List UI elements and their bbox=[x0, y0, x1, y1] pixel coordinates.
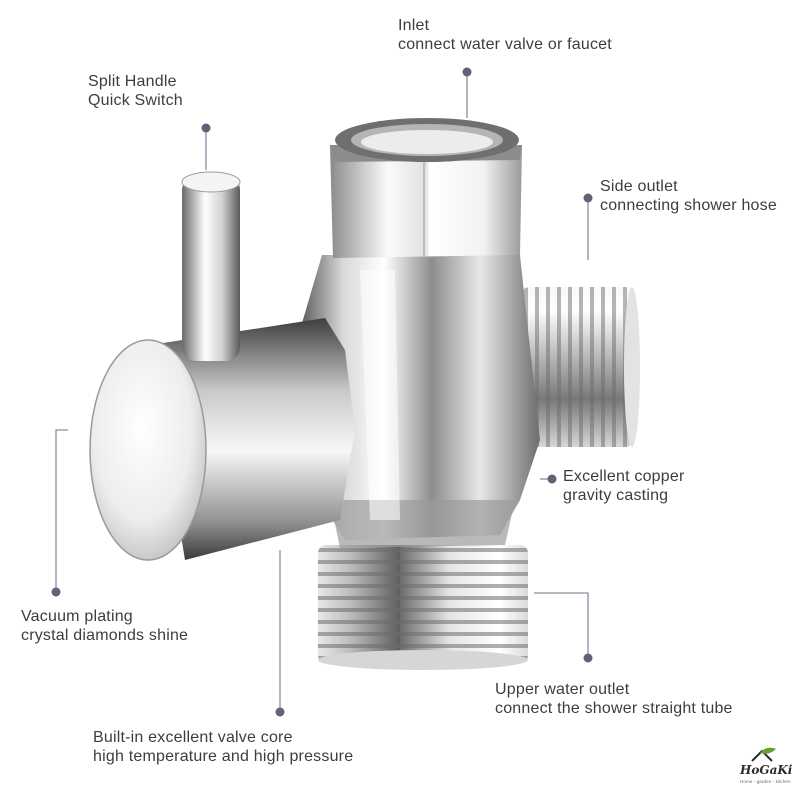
valve-core-title: Built-in excellent valve core bbox=[93, 729, 293, 746]
upper-outlet-leader bbox=[534, 592, 589, 658]
handle-annotation: Split Handle Quick Switch bbox=[88, 72, 183, 110]
copper-title: Excellent copper bbox=[563, 468, 685, 485]
valve-cylinder bbox=[89, 318, 355, 561]
logo-tagline: Home - garden - kitchen bbox=[740, 779, 791, 784]
valve-core-annotation: Built-in excellent valve core high tempe… bbox=[93, 728, 353, 766]
leader-lines bbox=[55, 72, 589, 712]
hogaki-logo: HoGaKi Home - garden - kitchen bbox=[738, 745, 796, 795]
copper-detail: gravity casting bbox=[563, 487, 669, 504]
plating-title: Vacuum plating bbox=[21, 608, 133, 625]
plating-leader bbox=[55, 429, 68, 592]
plating-detail: crystal diamonds shine bbox=[21, 627, 189, 644]
handle-dot bbox=[201, 123, 211, 133]
copper-annotation: Excellent copper gravity casting bbox=[563, 467, 685, 505]
handle-detail: Quick Switch bbox=[88, 92, 183, 109]
bottom-thread-outlet bbox=[318, 545, 528, 670]
upper-outlet-title: Upper water outlet bbox=[495, 681, 630, 698]
inlet-title: Inlet bbox=[398, 17, 430, 34]
split-handle bbox=[181, 171, 241, 361]
plating-dot bbox=[51, 587, 61, 597]
valve-body bbox=[300, 255, 540, 548]
copper-dot bbox=[547, 474, 557, 484]
logo-brand: HoGaKi bbox=[740, 763, 793, 777]
side-outlet-detail: connecting shower hose bbox=[600, 197, 777, 214]
side-outlet-dot bbox=[583, 193, 593, 203]
hex-inlet-nut bbox=[330, 118, 522, 258]
valve-core-detail: high temperature and high pressure bbox=[93, 748, 354, 765]
inlet-annotation: Inlet connect water valve or faucet bbox=[398, 16, 612, 54]
side-outlet-title: Side outlet bbox=[600, 178, 678, 195]
handle-title: Split Handle bbox=[88, 73, 177, 90]
inlet-dot bbox=[462, 67, 472, 77]
upper-outlet-detail: connect the shower straight tube bbox=[495, 700, 733, 717]
upper-outlet-dot bbox=[583, 653, 593, 663]
valve-core-dot bbox=[275, 707, 285, 717]
upper-outlet-annotation: Upper water outlet connect the shower st… bbox=[495, 680, 733, 718]
side-outlet-annotation: Side outlet connecting shower hose bbox=[600, 177, 777, 215]
side-thread-outlet bbox=[520, 287, 640, 447]
inlet-detail: connect water valve or faucet bbox=[398, 36, 612, 53]
plating-annotation: Vacuum plating crystal diamonds shine bbox=[21, 607, 188, 645]
leaf-roof-icon bbox=[751, 747, 776, 762]
